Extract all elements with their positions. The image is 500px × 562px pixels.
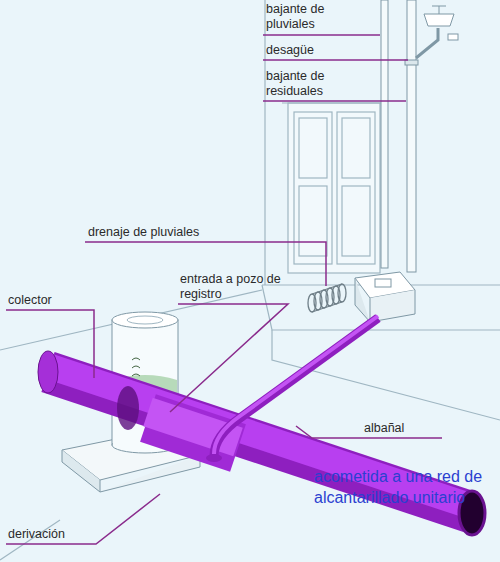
part-label: bajante de residuales: [266, 69, 358, 99]
part-label: albañal: [364, 421, 464, 436]
part-label: colector: [8, 293, 108, 308]
part-label: entrada a pozo de registro: [180, 272, 300, 302]
house-drain-pipe: [206, 316, 378, 462]
ground-outline: [0, 285, 500, 560]
sink-symbol: [424, 6, 458, 40]
drainage-coil: [308, 284, 346, 312]
caption: acometida a una red de alcantarillado un…: [314, 466, 496, 508]
collector-pipe: [38, 351, 485, 535]
downpipes: [381, 0, 438, 272]
part-label: desagüe: [266, 43, 386, 58]
part-label: drenaje de pluviales: [88, 225, 248, 240]
house-manhole: [355, 272, 415, 322]
part-label: bajante de pluviales: [266, 2, 346, 32]
leader-lines: [6, 35, 442, 544]
part-label: derivación: [8, 527, 108, 542]
